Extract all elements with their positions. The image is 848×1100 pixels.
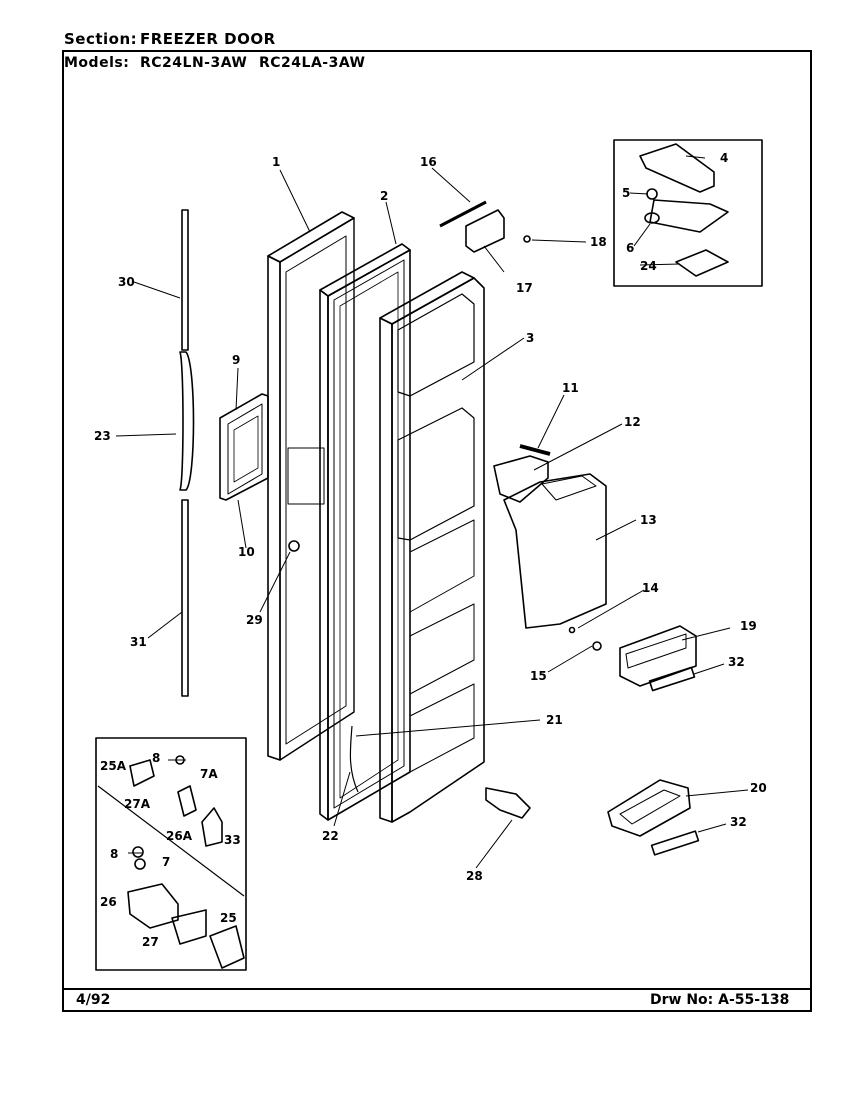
- callout-label: 6: [626, 241, 634, 255]
- callout-label: 25A: [100, 759, 127, 773]
- callout-label: 7: [162, 855, 170, 869]
- callout-label: 1: [272, 155, 280, 169]
- callout-label: 27A: [124, 797, 151, 811]
- model-number: RC24LA-3AW: [259, 55, 366, 71]
- revision-date: 4/92: [76, 992, 111, 1008]
- callout-label: 9: [232, 353, 240, 367]
- callout-label: 5: [622, 186, 630, 200]
- inset-divider: [97, 785, 245, 897]
- callout-label: 2: [380, 189, 388, 203]
- door-gasket: [319, 243, 411, 821]
- callout-label: 30: [118, 275, 135, 289]
- callout-label: 20: [750, 781, 767, 795]
- callout-label: 32: [728, 655, 745, 669]
- dispenser-frame: [219, 393, 269, 501]
- callout-label: 8: [152, 751, 160, 765]
- callout-label: 18: [590, 235, 607, 249]
- hinge-cover-parts: [639, 143, 729, 277]
- footer-divider: [62, 988, 812, 990]
- bracket-part: [485, 787, 531, 819]
- callout-label: 14: [642, 581, 659, 595]
- bin-trim-strip: [648, 666, 696, 692]
- callout-label: 24: [640, 259, 657, 273]
- callout-label: 19: [740, 619, 757, 633]
- callout-label: 22: [322, 829, 339, 843]
- callout-label: 12: [624, 415, 641, 429]
- callout-label: 28: [466, 869, 483, 883]
- callout-labels: 1 2 3 4 5 6 24 11 12 13 14 15 16 17 18 1…: [94, 151, 767, 949]
- bin-trim-strip: [650, 830, 700, 856]
- wire-harness: [349, 725, 359, 793]
- inner-door-liner: [379, 271, 485, 823]
- section-label: Section:: [64, 30, 138, 48]
- callout-label: 26A: [166, 829, 193, 843]
- drawing-label: Drw No:: [650, 992, 714, 1008]
- callout-label: 17: [516, 281, 533, 295]
- callout-label: 33: [224, 833, 241, 847]
- callout-label: 3: [526, 331, 534, 345]
- model-number: RC24LN-3AW: [140, 55, 248, 71]
- callout-label: 10: [238, 545, 255, 559]
- models-label: Models:: [64, 55, 130, 71]
- callout-label: 27: [142, 935, 159, 949]
- callout-label: 25: [220, 911, 237, 925]
- callout-label: 15: [530, 669, 547, 683]
- dispenser-housing: [493, 444, 607, 629]
- outer-door-panel: [267, 211, 355, 761]
- dispenser-screws: [568, 626, 602, 651]
- door-bin-large: [607, 779, 691, 837]
- callout-label: 8: [110, 847, 118, 861]
- section-value: FREEZER DOOR: [140, 30, 276, 48]
- callout-label: 29: [246, 613, 263, 627]
- leader-lines: [115, 155, 749, 869]
- drawing-value: A-55-138: [718, 992, 790, 1008]
- callout-label: 4: [720, 151, 728, 165]
- callout-label: 26: [100, 895, 117, 909]
- callout-label: 13: [640, 513, 657, 527]
- drawing-number: Drw No: A-55-138: [650, 992, 789, 1008]
- hinge-kit-inset-box: [95, 737, 247, 971]
- top-hinge: [439, 200, 531, 253]
- callout-label: 31: [130, 635, 147, 649]
- callout-label: 21: [546, 713, 563, 727]
- callout-label: 7A: [200, 767, 218, 781]
- hinge-pin-part: [288, 540, 300, 552]
- callout-label: 23: [94, 429, 111, 443]
- callout-label: 11: [562, 381, 579, 395]
- hinge-inset-box: [613, 139, 763, 287]
- callout-label: 32: [730, 815, 747, 829]
- callout-label: 16: [420, 155, 437, 169]
- door-handle: [179, 209, 195, 697]
- diagram-frame: [62, 50, 812, 1012]
- door-bin-small: [619, 625, 697, 687]
